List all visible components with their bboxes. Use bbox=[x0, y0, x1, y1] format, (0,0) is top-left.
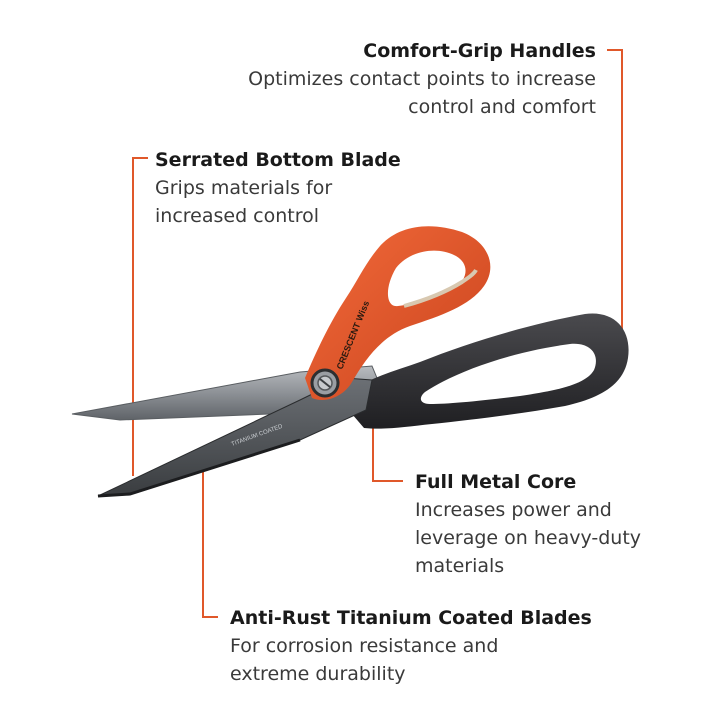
pivot-screw bbox=[310, 368, 340, 398]
callout-comfort-grip-line2: control and comfort bbox=[408, 96, 596, 118]
leader-lines bbox=[132, 49, 623, 618]
lower-blade-edge bbox=[97, 438, 301, 498]
callout-metal-core-line2: leverage on heavy-duty bbox=[415, 527, 642, 549]
callout-comfort-grip: Comfort-Grip Handles Optimizes contact p… bbox=[166, 37, 596, 121]
callout-serrated-blade: Serrated Bottom Blade Grips materials fo… bbox=[155, 146, 455, 230]
black-handle-opening bbox=[420, 343, 596, 404]
callout-anti-rust: Anti-Rust Titanium Coated Blades For cor… bbox=[230, 604, 700, 688]
callout-anti-rust-title: Anti-Rust Titanium Coated Blades bbox=[230, 607, 592, 629]
callout-serrated-blade-line2: increased control bbox=[155, 205, 320, 227]
callout-metal-core-line1: Increases power and bbox=[415, 499, 612, 521]
callout-anti-rust-line1: For corrosion resistance and bbox=[230, 635, 499, 657]
callout-serrated-blade-line1: Grips materials for bbox=[155, 177, 333, 199]
callout-metal-core-line3: materials bbox=[415, 555, 505, 577]
callout-comfort-grip-line1: Optimizes contact points to increase bbox=[248, 68, 596, 90]
callout-comfort-grip-title: Comfort-Grip Handles bbox=[363, 40, 596, 62]
callout-serrated-blade-title: Serrated Bottom Blade bbox=[155, 149, 401, 171]
callout-anti-rust-line2: extreme durability bbox=[230, 663, 406, 685]
callout-metal-core: Full Metal Core Increases power and leve… bbox=[415, 468, 705, 580]
leader-serrated bbox=[132, 157, 148, 476]
callout-metal-core-title: Full Metal Core bbox=[415, 471, 577, 493]
orange-handle-inner-strip bbox=[403, 268, 478, 308]
leader-comfort bbox=[607, 49, 623, 330]
leader-anti-rust bbox=[202, 453, 218, 618]
